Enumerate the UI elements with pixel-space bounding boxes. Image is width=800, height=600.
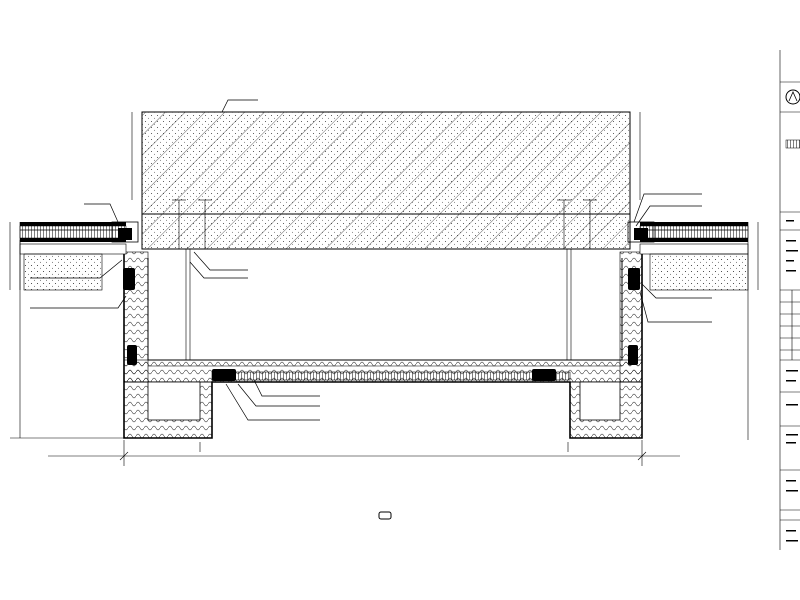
right-floor-assembly bbox=[627, 221, 759, 291]
concrete-beam bbox=[131, 111, 641, 250]
anchor-bolts bbox=[172, 199, 597, 249]
insulated-frame bbox=[123, 251, 643, 439]
leader-top bbox=[221, 99, 258, 113]
sealing-gaskets bbox=[123, 268, 640, 381]
dimension-line bbox=[10, 240, 749, 466]
section-marker bbox=[378, 511, 392, 520]
left-floor-assembly bbox=[9, 221, 139, 291]
suspension-rods bbox=[185, 249, 572, 360]
leader-lines bbox=[30, 193, 712, 421]
compass-logo-icon bbox=[785, 89, 800, 105]
title-block bbox=[779, 50, 800, 550]
